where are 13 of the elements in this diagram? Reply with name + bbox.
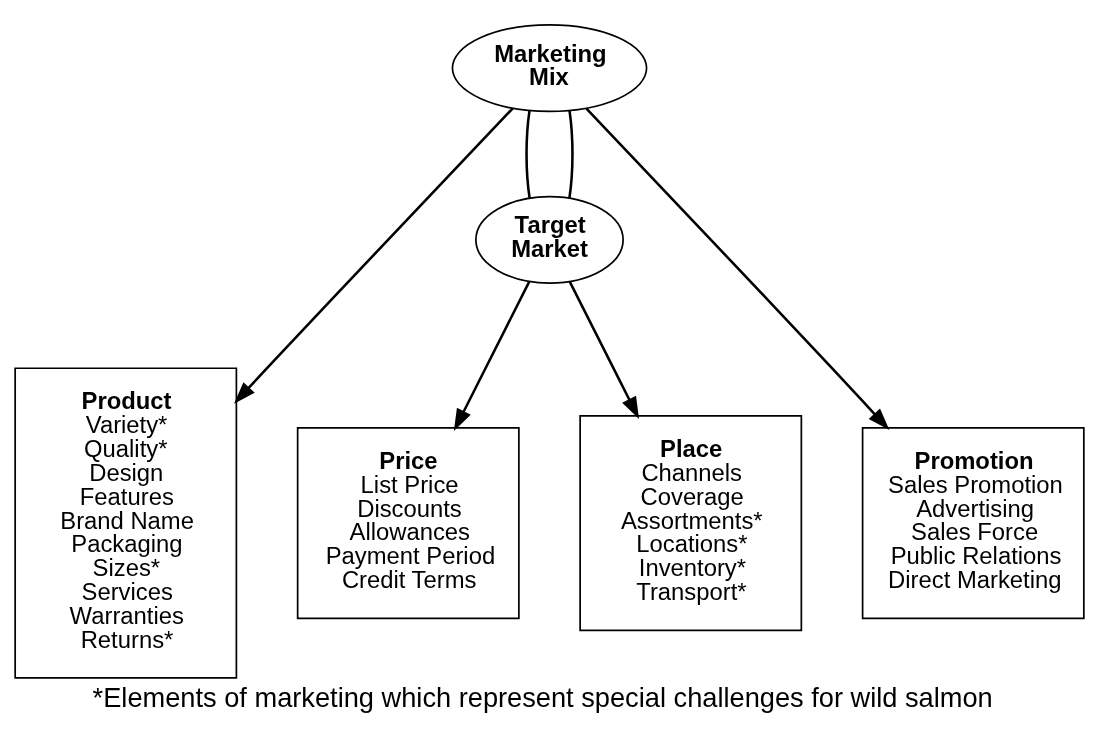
node-ellipse: Target Market xyxy=(475,195,624,284)
node-box: Price List Price Discounts Allowances Payment Period Credit Terms xyxy=(296,426,520,619)
arrow xyxy=(234,106,514,404)
arrow xyxy=(568,280,640,419)
arrow xyxy=(453,280,531,431)
node-box: Promotion Sales Promotion Advertising Sales Force Public Relations Direct Marketing xyxy=(861,426,1085,619)
arrow xyxy=(585,106,890,430)
node-box: Place Channels Coverage Assortments* Locations* Inventory* Transport* xyxy=(579,414,803,631)
connector xyxy=(568,109,574,198)
caption: *Elements of marketing which represent special challenges for wild salmon xyxy=(92,681,993,713)
node-ellipse: Marketing Mix xyxy=(451,23,648,112)
node-box: Product Variety* Quality* Design Features Brand Name Packaging Sizes* Services Warranties Returns* xyxy=(14,366,238,679)
connector xyxy=(525,109,531,198)
